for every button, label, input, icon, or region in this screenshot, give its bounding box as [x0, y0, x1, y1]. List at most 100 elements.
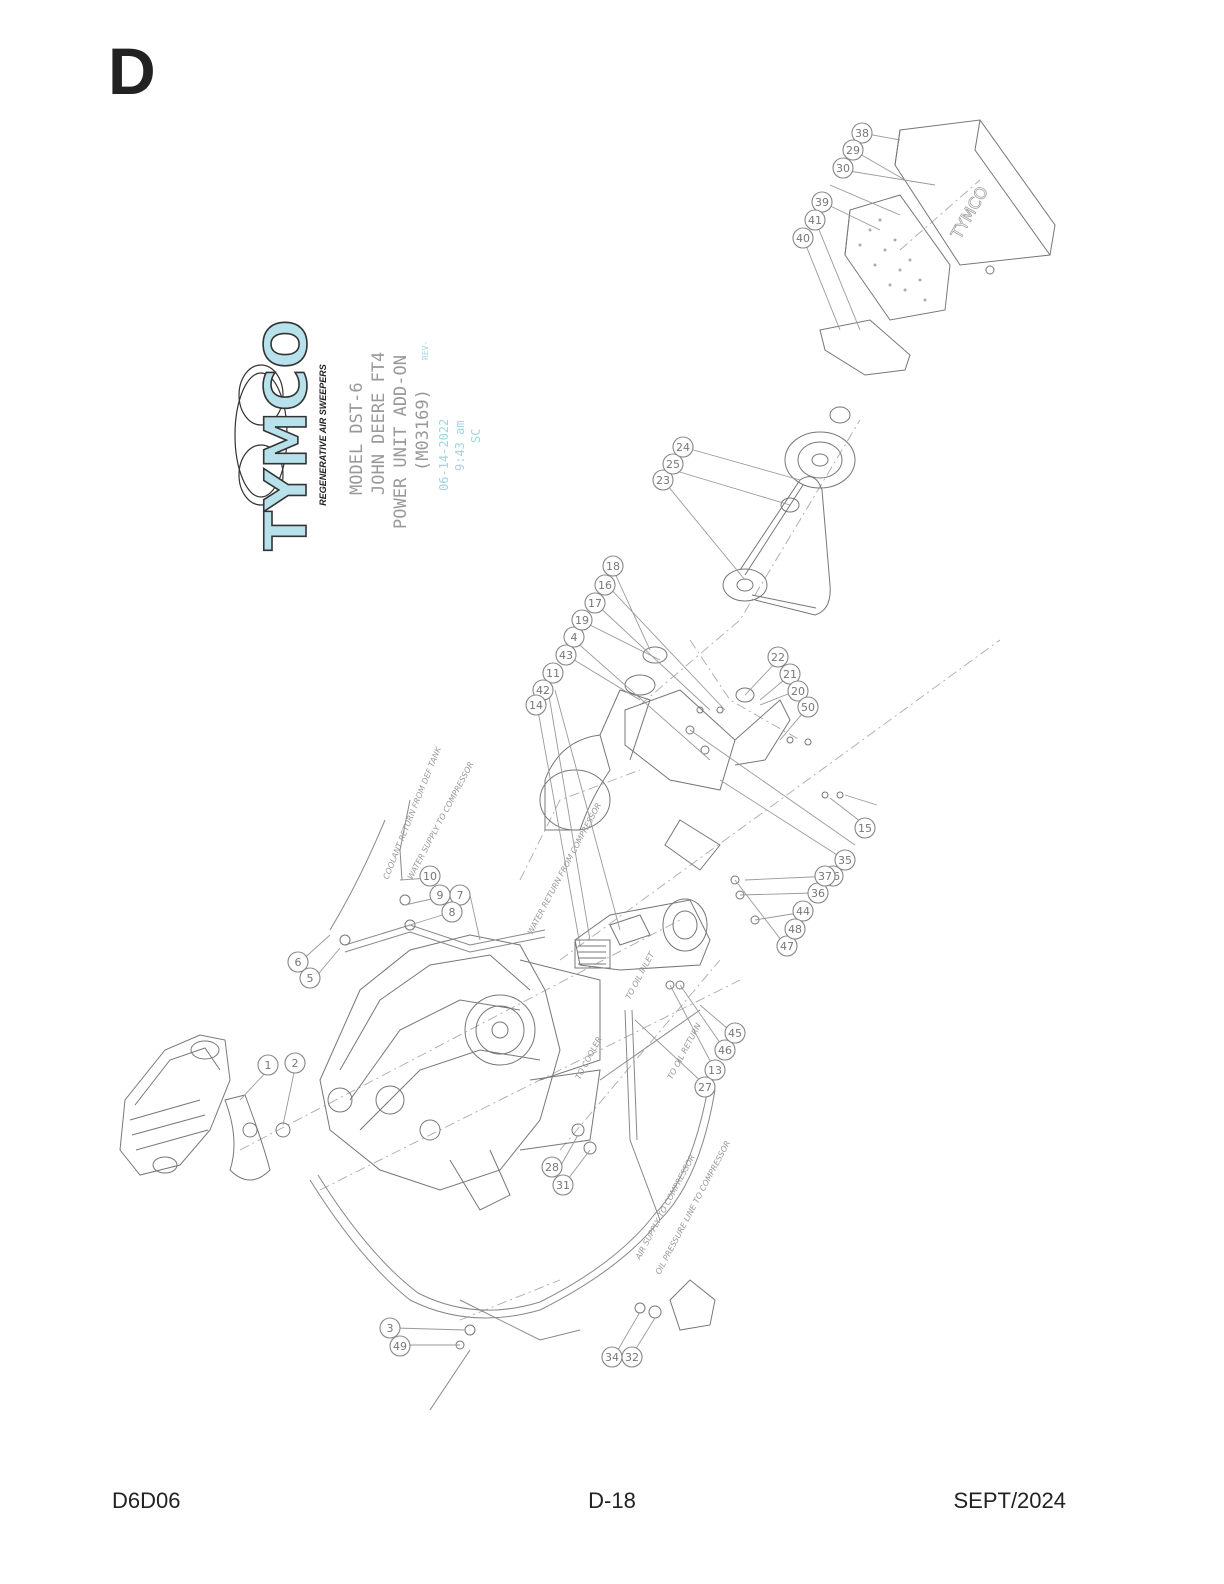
logo-brand: TYMCO — [252, 319, 320, 550]
label-water-return: WATER RETURN FROM COMPRESSOR — [526, 801, 603, 936]
item-callout-35: 35 — [834, 849, 856, 871]
svg-text:23: 23 — [656, 474, 670, 487]
title-rev: REV- — [421, 341, 430, 360]
svg-text:28: 28 — [545, 1161, 559, 1174]
label-water-supply: WATER SUPPLY TO COMPRESSOR — [406, 760, 476, 881]
logo-swirl-icon — [234, 364, 288, 506]
svg-text:19: 19 — [575, 614, 589, 627]
svg-text:9: 9 — [437, 889, 444, 902]
svg-text:31: 31 — [556, 1179, 570, 1192]
svg-text:45: 45 — [728, 1027, 742, 1040]
svg-text:49: 49 — [393, 1340, 407, 1353]
item-callout-40: 40 — [792, 227, 814, 249]
item-callout-43: 43 — [555, 644, 577, 666]
svg-text:20: 20 — [791, 685, 805, 698]
svg-text:43: 43 — [559, 649, 573, 662]
air-cleaner — [119, 1034, 231, 1176]
engine-assembly — [319, 934, 601, 1211]
item-callout-39: 39 — [811, 191, 833, 213]
item-callout-29: 29 — [842, 139, 864, 161]
svg-text:21: 21 — [783, 668, 797, 681]
svg-text:1: 1 — [265, 1059, 272, 1072]
item-callout-34: 34 — [601, 1346, 623, 1368]
svg-text:5: 5 — [307, 972, 314, 985]
assembly-centerlines — [239, 179, 1001, 1321]
item-callout-37: 37 — [814, 865, 836, 887]
item-callout-25: 25 — [662, 453, 684, 475]
svg-text:32: 32 — [625, 1351, 639, 1364]
svg-text:4: 4 — [571, 631, 578, 644]
item-callout-15: 15 — [854, 817, 876, 839]
item-callout-17: 17 — [584, 592, 606, 614]
svg-text:47: 47 — [780, 940, 794, 953]
svg-text:25: 25 — [666, 458, 680, 471]
svg-text:42: 42 — [536, 684, 550, 697]
compressor — [574, 898, 711, 971]
svg-text:3: 3 — [387, 1322, 394, 1335]
item-callout-9: 9 — [429, 884, 451, 906]
item-callout-24: 24 — [672, 436, 694, 458]
footer-page-number: D-18 — [588, 1488, 636, 1513]
item-callout-20: 20 — [787, 680, 809, 702]
svg-text:37: 37 — [818, 870, 832, 883]
item-callout-32: 32 — [621, 1346, 643, 1368]
fittings — [242, 265, 995, 1350]
item-callout-3: 3 — [379, 1317, 401, 1339]
item-callout-38: 38 — [851, 122, 873, 144]
item-callout-16: 16 — [594, 574, 616, 596]
svg-text:34: 34 — [605, 1351, 619, 1364]
svg-text:11: 11 — [546, 667, 560, 680]
title-model: MODEL DST-6 — [347, 382, 367, 495]
svg-text:38: 38 — [855, 127, 869, 140]
title-description: POWER UNIT ADD-ON — [391, 355, 411, 529]
svg-text:13: 13 — [708, 1064, 722, 1077]
label-to-oil-inlet: TO OIL INLET — [624, 950, 657, 1001]
svg-text:14: 14 — [529, 699, 543, 712]
enclosure-logo-stamp: TYMCO — [947, 183, 993, 243]
item-callout-1: 1 — [257, 1054, 279, 1076]
svg-text:41: 41 — [808, 214, 822, 227]
footer-document-code: D6D06 — [112, 1488, 181, 1513]
mount-bracket — [624, 646, 791, 791]
title-initials: SC — [469, 429, 483, 443]
item-callout-4: 4 — [563, 626, 585, 648]
item-callout-14: 14 — [525, 694, 547, 716]
item-callout-13: 13 — [704, 1059, 726, 1081]
item-callout-6: 6 — [287, 951, 309, 973]
tymco-logo: TYMCO REGENERATIVE AIR SWEEPERS — [234, 319, 328, 551]
svg-text:17: 17 — [588, 597, 602, 610]
item-callout-2: 2 — [284, 1052, 306, 1074]
svg-text:46: 46 — [718, 1044, 732, 1057]
item-callout-31: 31 — [552, 1174, 574, 1196]
title-time: 9:43 am — [453, 420, 467, 471]
svg-text:39: 39 — [815, 196, 829, 209]
item-callout-47: 47 — [776, 935, 798, 957]
item-callout-18: 18 — [602, 555, 624, 577]
svg-text:16: 16 — [598, 579, 612, 592]
svg-text:29: 29 — [846, 144, 860, 157]
item-callout-45: 45 — [724, 1022, 746, 1044]
label-coolant-return: COOLANT RETURN FROM DEF TANK — [382, 745, 444, 881]
svg-text:35: 35 — [838, 854, 852, 867]
hoses — [309, 799, 716, 1411]
svg-text:15: 15 — [858, 822, 872, 835]
item-callout-46: 46 — [714, 1039, 736, 1061]
logo-tagline: REGENERATIVE AIR SWEEPERS — [318, 364, 328, 506]
item-callout-27: 27 — [694, 1076, 716, 1098]
item-callout-44: 44 — [792, 900, 814, 922]
item-callout-50: 50 — [797, 696, 819, 718]
section-letter: D — [108, 34, 156, 108]
item-callout-11: 11 — [542, 662, 564, 684]
svg-text:2: 2 — [292, 1057, 299, 1070]
svg-text:18: 18 — [606, 560, 620, 573]
svg-text:50: 50 — [801, 701, 815, 714]
item-callout-5: 5 — [299, 967, 321, 989]
svg-text:27: 27 — [698, 1081, 712, 1094]
perforation-pattern — [858, 218, 927, 302]
svg-text:30: 30 — [836, 162, 850, 175]
title-block: MODEL DST-6 JOHN DEERE FT4 POWER UNIT AD… — [347, 341, 483, 529]
svg-text:36: 36 — [811, 887, 825, 900]
svg-text:10: 10 — [423, 870, 437, 883]
item-callout-10: 10 — [419, 865, 441, 887]
